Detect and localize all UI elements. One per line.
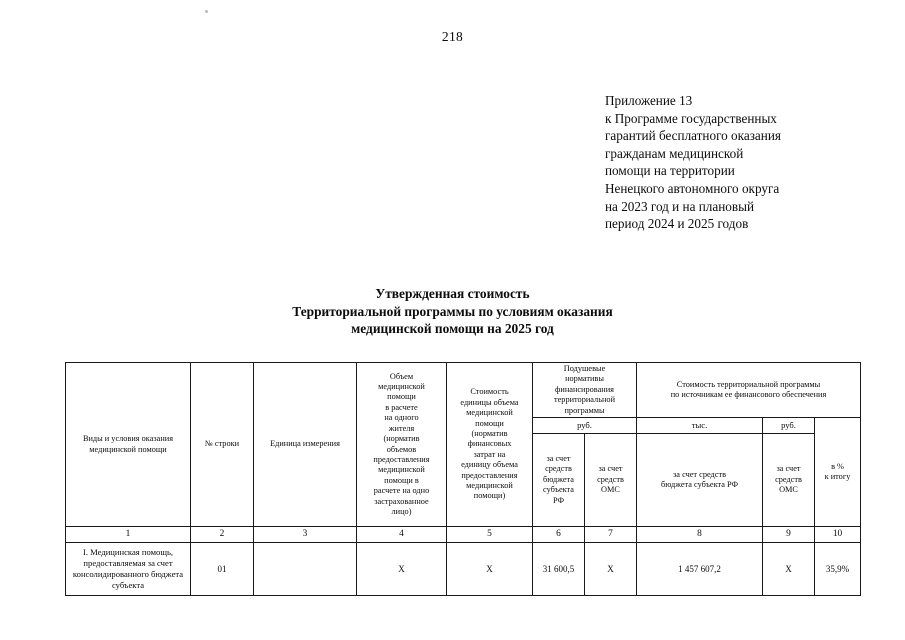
row-per-capita-oms: X xyxy=(583,542,638,597)
row-volume: X xyxy=(356,542,447,597)
row-label: I. Медицинская помощь, предоставляемая з… xyxy=(65,542,191,597)
row-unit-cost: X xyxy=(446,542,533,597)
table-header-row-units: руб. тыс. руб. в % к итогу xyxy=(66,417,862,528)
colnum-9: 9 xyxy=(762,526,816,544)
cost-table-wrapper: Виды и условия оказания медицинской помо… xyxy=(65,361,862,597)
document-title: Утвержденная стоимость Территориальной п… xyxy=(0,285,905,338)
header-unit-thousand: тыс. xyxy=(636,417,764,435)
header-unit-rub-oms: руб. xyxy=(762,417,816,435)
appendix-line-2: к Программе государственных xyxy=(605,110,777,126)
header-col-3: Единица измерения xyxy=(253,361,357,528)
appendix-line-6: Ненецкого автономного округа xyxy=(605,180,780,196)
header-col-1: Виды и условия оказания медицинской помо… xyxy=(65,361,191,528)
header-col-8: за счет средств бюджета субъекта РФ xyxy=(636,433,764,528)
header-col-7: за счет средств ОМС xyxy=(583,433,638,528)
header-group-per-capita: Подушевые нормативы финансирования терри… xyxy=(531,361,638,419)
header-col-9: за счет средств ОМС xyxy=(762,433,816,528)
appendix-reference-block: Приложение 13 к Программе государственны… xyxy=(605,92,895,233)
colnum-5: 5 xyxy=(446,526,533,544)
colnum-7: 7 xyxy=(583,526,638,544)
row-unit xyxy=(253,542,357,597)
header-col-6: за счет средств бюджета субъекта РФ xyxy=(532,433,585,528)
page-number: 218 xyxy=(441,29,464,44)
appendix-line-4: гражданам медицинской xyxy=(605,145,744,161)
header-col-2: № строки xyxy=(190,361,254,528)
colnum-3: 3 xyxy=(253,526,357,544)
colnum-8: 8 xyxy=(636,526,764,544)
appendix-line-5: помощи на территории xyxy=(605,163,735,179)
header-col-5: Стоимость единицы объема медицинской пом… xyxy=(446,361,533,528)
row-cost-budget: 1 457 607,2 xyxy=(636,542,764,597)
colnum-6: 6 xyxy=(532,526,585,544)
row-percent-total: 35,9% xyxy=(814,542,862,597)
header-col-4: Объем медицинской помощи в расчете на од… xyxy=(356,361,447,528)
row-cost-oms: X xyxy=(762,542,816,597)
header-col-10: в % к итогу xyxy=(814,417,862,528)
title-line-2: Территориальной программы по условиям ок… xyxy=(292,303,613,319)
header-unit-rub-per-capita: руб. xyxy=(531,417,638,435)
colnum-2: 2 xyxy=(190,526,254,544)
scan-speck xyxy=(205,10,208,13)
title-line-3: медицинской помощи на 2025 год xyxy=(351,321,554,336)
table-column-number-row: 1 2 3 4 5 6 7 8 9 10 xyxy=(65,526,862,544)
appendix-line-8: период 2024 и 2025 годов xyxy=(605,216,749,232)
appendix-line-1: Приложение 13 xyxy=(605,93,693,108)
row-number: 01 xyxy=(190,542,254,597)
appendix-line-7: на 2023 год и на плановый xyxy=(605,198,755,214)
title-line-1: Утвержденная стоимость xyxy=(375,286,530,301)
appendix-line-3: гарантий бесплатного оказания xyxy=(605,128,781,144)
table-header-row-main: Виды и условия оказания медицинской помо… xyxy=(65,361,862,528)
colnum-10: 10 xyxy=(814,526,862,544)
row-per-capita-budget: 31 600,5 xyxy=(532,542,585,597)
header-group-program-cost: Стоимость территориальной программы по и… xyxy=(636,361,862,419)
colnum-1: 1 xyxy=(65,526,191,544)
table-row: I. Медицинская помощь, предоставляемая з… xyxy=(65,542,862,597)
colnum-4: 4 xyxy=(356,526,447,544)
approved-cost-table: Виды и условия оказания медицинской помо… xyxy=(65,361,862,597)
